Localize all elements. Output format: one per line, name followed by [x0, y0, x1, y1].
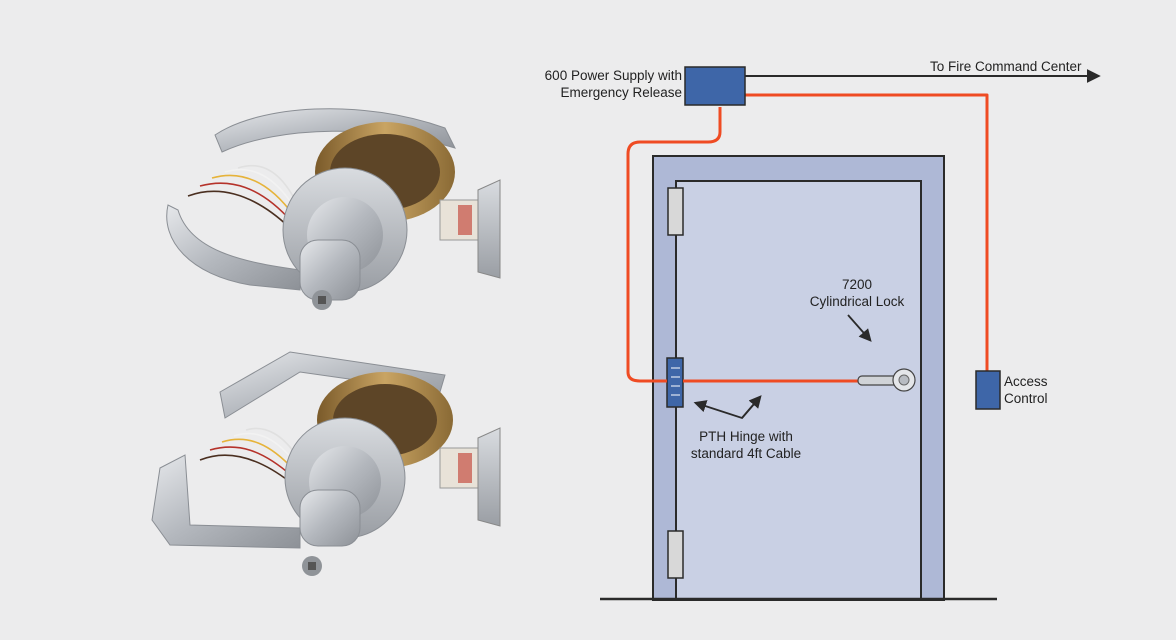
pth-hinge: [666, 357, 684, 408]
hinge-label-line2: standard 4ft Cable: [690, 446, 802, 461]
lock-label-line2: Cylindrical Lock: [809, 294, 905, 309]
lever-lock-icon: [151, 351, 501, 576]
hinge-icon: [667, 530, 684, 579]
power-supply-label: 600 Power Supply with Emergency Release: [545, 67, 682, 101]
access-control-label: Access Control: [1004, 373, 1048, 407]
hinge-label-line1: PTH Hinge with: [699, 429, 793, 444]
hinge-icon: [667, 187, 684, 236]
lock-label: 7200 Cylindrical Lock: [782, 276, 932, 310]
fire-command-label: To Fire Command Center: [930, 58, 1082, 75]
power-supply-label-line2: Emergency Release: [560, 85, 682, 100]
access-control-line1: Access: [1004, 374, 1048, 389]
arrow-icon: [847, 314, 872, 342]
hinge-label: PTH Hinge with standard 4ft Cable: [676, 428, 816, 462]
power-supply-box: [684, 66, 746, 106]
access-control-line2: Control: [1004, 391, 1048, 406]
lock-label-line1: 7200: [841, 277, 873, 292]
access-control-box: [975, 370, 1001, 410]
arrow-icon: [741, 395, 762, 419]
lever-lock-icon: [166, 108, 501, 310]
fire-command-text: To Fire Command Center: [930, 59, 1082, 74]
door-icon: [600, 155, 997, 601]
wire-path: [626, 93, 989, 383]
lock-lever: [857, 368, 916, 392]
power-supply-label-line1: 600 Power Supply with: [544, 68, 682, 83]
